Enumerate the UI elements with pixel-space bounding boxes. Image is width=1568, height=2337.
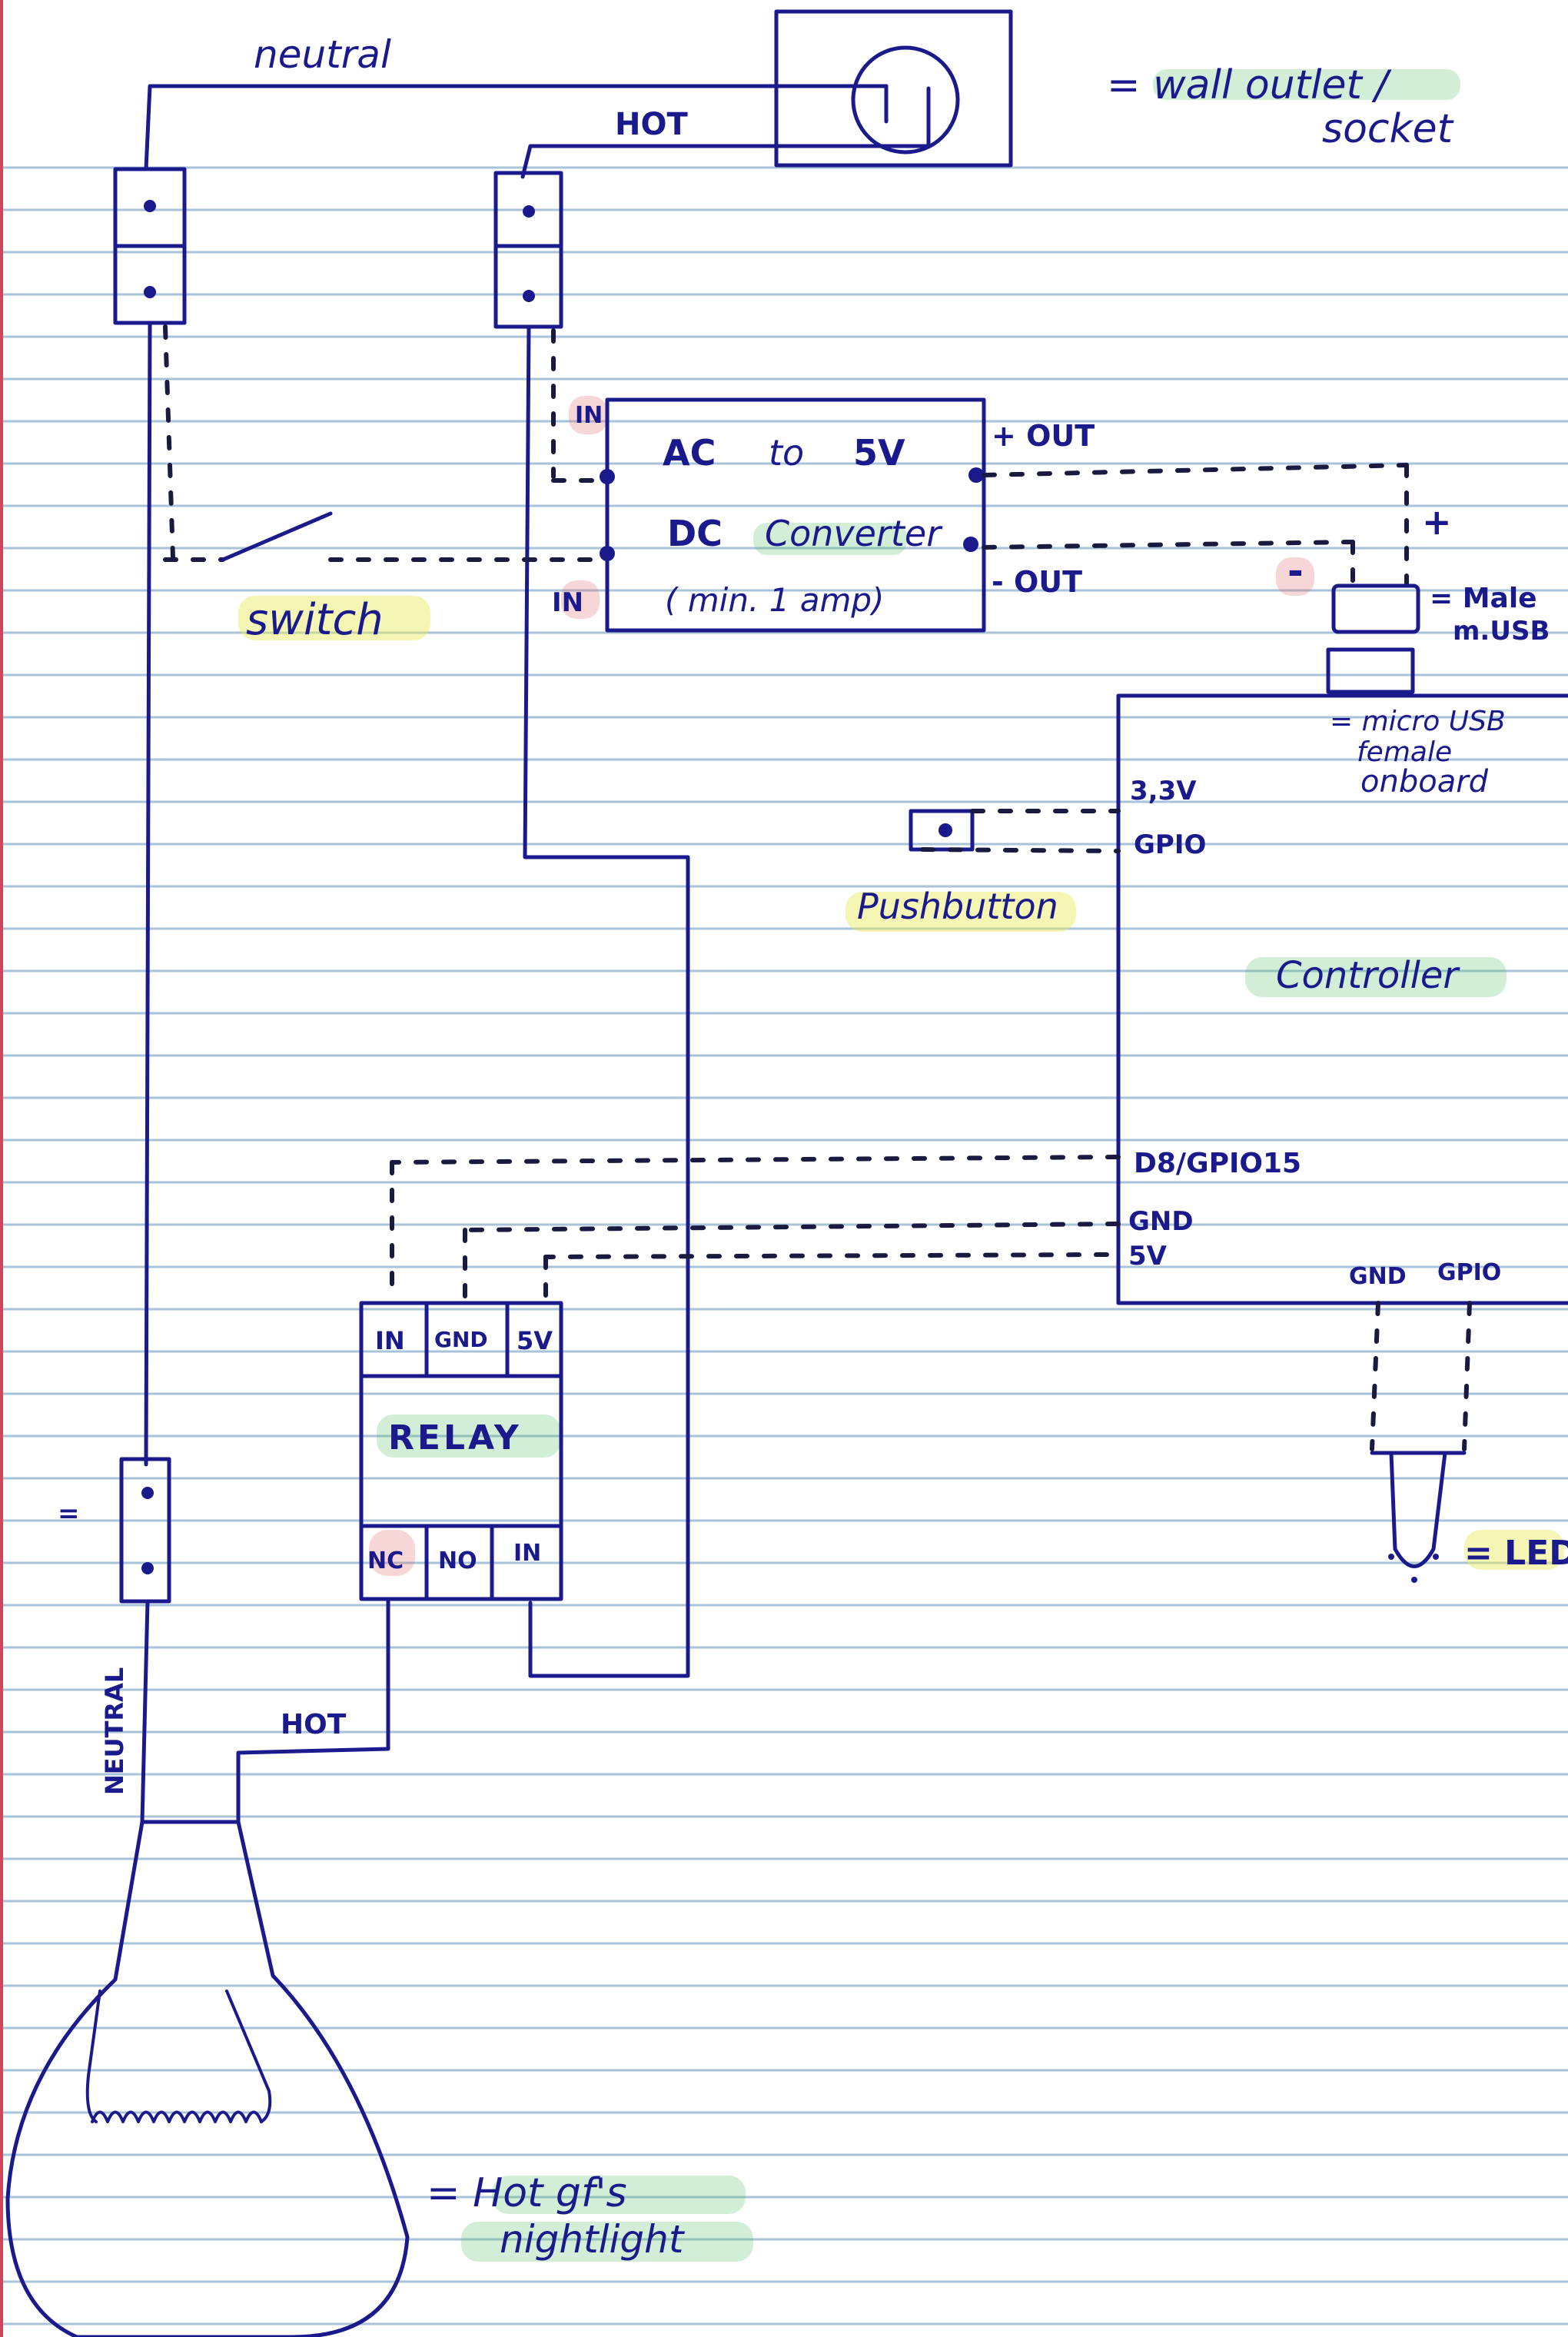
led-wiring bbox=[1370, 1301, 1472, 1455]
mains-wires bbox=[144, 84, 931, 179]
relay-label: RELAY bbox=[388, 1418, 522, 1458]
controller-pin-gnd-bottom: GND bbox=[1349, 1263, 1407, 1290]
converter-label-to: to bbox=[769, 432, 804, 474]
relay-pin-5v: 5V bbox=[517, 1326, 553, 1355]
plus-out-label: + OUT bbox=[992, 419, 1095, 453]
hot-to-lamp-wire bbox=[236, 1597, 390, 1824]
controller-pin-gnd: GND bbox=[1128, 1206, 1194, 1237]
side-equals-label: = bbox=[58, 1498, 80, 1529]
female-usb-label-line3: onboard bbox=[1360, 764, 1489, 800]
converter-label-converter: Converter bbox=[765, 513, 943, 554]
pushbutton-label: Pushbutton bbox=[857, 886, 1058, 927]
converter-label-5v: 5V bbox=[853, 432, 905, 474]
converter-label-ac: AC bbox=[663, 432, 716, 474]
neutral-bottom-label: NEUTRAL bbox=[100, 1667, 129, 1795]
female-usb-label-line2: female bbox=[1357, 736, 1452, 768]
male-usb-plug bbox=[1331, 583, 1420, 634]
nightlight-label-line1: = Hot gf's bbox=[427, 2170, 627, 2216]
terminal-block-hot bbox=[493, 171, 563, 329]
minus-out-label: - OUT bbox=[992, 565, 1082, 599]
hot-top-label: HOT bbox=[615, 107, 688, 142]
usb-plug bbox=[1326, 583, 1420, 694]
relay-pin-nc: NC bbox=[367, 1547, 404, 1574]
wall-outlet-label-line1: = wall outlet / bbox=[1107, 62, 1392, 108]
hot-bottom-label: HOT bbox=[281, 1709, 347, 1740]
light-bulb bbox=[5, 1820, 410, 2337]
controller-pin-gpio: GPIO bbox=[1134, 829, 1206, 860]
switch-label: switch bbox=[246, 595, 384, 645]
converter-in-top-label: IN bbox=[575, 402, 603, 429]
controller-board bbox=[1116, 693, 1568, 1305]
highlights bbox=[238, 69, 1564, 2262]
female-usb-label-line1: = micro USB bbox=[1330, 706, 1506, 737]
neutral-top-label: neutral bbox=[254, 32, 391, 77]
hot-vertical-wire bbox=[523, 324, 690, 1678]
male-usb-label-line1: = Male bbox=[1430, 583, 1537, 614]
led bbox=[1388, 1451, 1447, 1583]
controller-pin-d8: D8/GPIO15 bbox=[1134, 1148, 1301, 1179]
ac-dc-converter bbox=[600, 397, 986, 633]
plus-sign-label: + bbox=[1422, 501, 1452, 543]
converter-in-bottom-label: IN bbox=[552, 587, 583, 618]
wall-outlet bbox=[774, 9, 1013, 168]
relay-pin-in: IN bbox=[375, 1326, 405, 1355]
converter-label-min-amp: ( min. 1 amp) bbox=[665, 581, 884, 619]
pushbutton bbox=[909, 809, 1121, 853]
switch-lever bbox=[221, 511, 333, 562]
male-usb-label-line2: m.USB bbox=[1453, 616, 1550, 647]
relay-pin-in2: IN bbox=[513, 1540, 541, 1567]
relay-pin-no: NO bbox=[438, 1547, 477, 1574]
relay-control-wiring bbox=[390, 1155, 1121, 1301]
nightlight-label-line2: nightlight bbox=[500, 2217, 686, 2262]
controller-pin-gpio-bottom: GPIO bbox=[1437, 1259, 1501, 1286]
minus-sign-label: - bbox=[1287, 549, 1304, 593]
controller-pin-3v3: 3,3V bbox=[1130, 776, 1197, 806]
led-label: = LED bbox=[1464, 1534, 1568, 1573]
neutral-vertical-wire bbox=[144, 321, 152, 1467]
ruled-paper-lines bbox=[0, 166, 1568, 2325]
controller-pin-5v: 5V bbox=[1128, 1241, 1168, 1272]
female-usb-port bbox=[1326, 647, 1415, 694]
switch-wiring bbox=[163, 324, 610, 562]
terminal-block-bottom bbox=[119, 1457, 171, 1824]
converter-output-wiring bbox=[982, 463, 1409, 587]
relay-pin-gnd: GND bbox=[434, 1327, 488, 1352]
wall-outlet-label-line2: socket bbox=[1322, 106, 1454, 152]
terminal-block-neutral bbox=[113, 167, 187, 325]
controller-label: Controller bbox=[1276, 954, 1460, 997]
relay-module bbox=[359, 1301, 563, 1601]
converter-label-dc: DC bbox=[667, 513, 723, 554]
